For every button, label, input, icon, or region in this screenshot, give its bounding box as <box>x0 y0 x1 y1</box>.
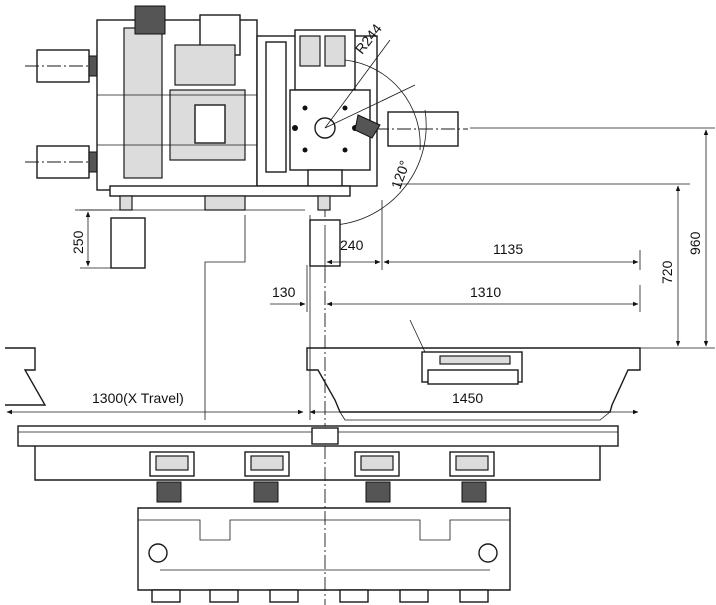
dimension-240-1135: 240 1135 <box>324 200 641 270</box>
dimension-250: 250 <box>70 209 112 269</box>
d250-label: 250 <box>70 230 86 254</box>
d1300-label: 1300(X Travel) <box>92 390 184 406</box>
d960-label: 960 <box>687 231 703 255</box>
spindle-head-assembly <box>25 5 468 226</box>
base-casting <box>137 507 511 591</box>
d1135-label: 1135 <box>493 241 523 257</box>
left-table-stub <box>5 347 47 406</box>
machine-bed <box>17 425 619 603</box>
angle-120-label: 120° <box>388 158 413 191</box>
swing-arc <box>344 59 421 151</box>
column-outline <box>75 209 311 420</box>
saddle-body <box>34 446 601 481</box>
dimension-130-1310: 130 1310 <box>270 265 641 312</box>
d1310-label: 1310 <box>470 284 501 300</box>
magazine-top-gear <box>134 5 166 35</box>
head-base-plate <box>109 185 351 197</box>
base-hole-left <box>148 543 168 563</box>
base-hole-right <box>478 543 498 563</box>
d1450-label: 1450 <box>452 390 483 406</box>
d720-label: 720 <box>659 260 675 284</box>
tool-magazine <box>123 27 163 179</box>
dimension-1300-x-travel: 1300(X Travel) <box>6 390 304 415</box>
dimension-120deg: 120° <box>388 158 413 191</box>
left-support-pad <box>110 217 146 269</box>
d240-label: 240 <box>340 237 364 253</box>
dimension-1450: 1450 <box>309 390 639 415</box>
d130-label: 130 <box>272 284 296 300</box>
dimension-720-960: 720 960 <box>395 127 715 349</box>
